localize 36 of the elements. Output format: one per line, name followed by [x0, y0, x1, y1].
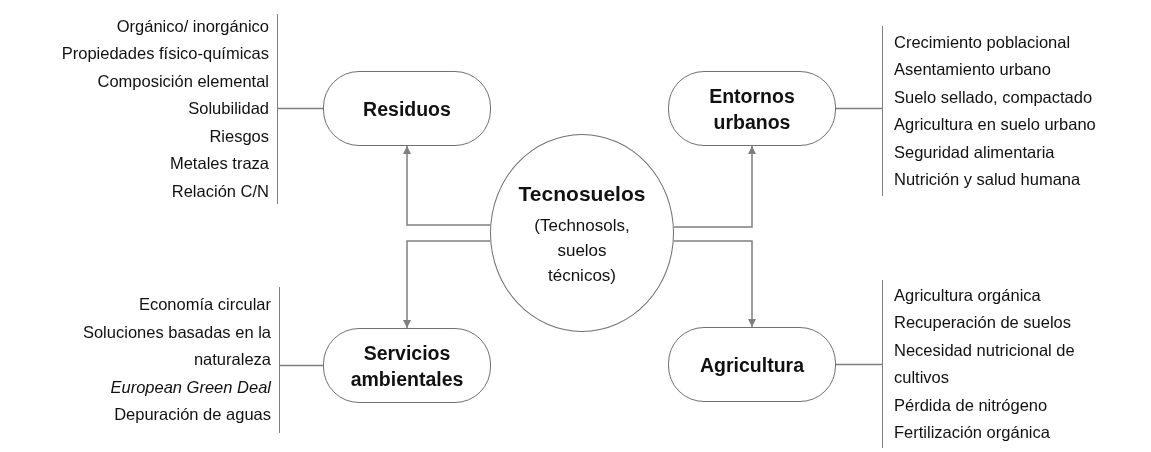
list-item: Orgánico/ inorgánico	[116, 15, 269, 37]
list-item: Necesidad nutricional de cultivos	[894, 339, 1076, 388]
connector-line	[277, 107, 324, 110]
arrow	[673, 145, 756, 228]
box-label: Agricultura	[700, 352, 804, 378]
list-item: Fertilización orgánica	[894, 422, 1050, 443]
list-item: Asentamiento urbano	[894, 59, 1051, 80]
list-item: Metales traza	[169, 153, 269, 175]
connector-line	[279, 364, 324, 367]
box-label: Entornos urbanos	[708, 83, 796, 135]
ellipse-title: Tecnosuelos	[518, 180, 646, 207]
box-label: Servicios ambientales	[349, 340, 465, 392]
list-item: Propiedades físico-químicas	[61, 43, 269, 65]
list-item: Suelo sellado, compactado	[894, 86, 1093, 108]
list-item: European Green Deal	[110, 376, 271, 398]
box-label: Residuos	[363, 96, 451, 122]
list-item: Nutrición y salud humana	[894, 169, 1081, 190]
connector-line	[835, 107, 883, 110]
list-item: Riesgos	[209, 125, 269, 147]
list-item: Soluciones basadas en la naturaleza	[81, 321, 271, 371]
list-item: Crecimiento poblacional	[894, 31, 1071, 53]
list-item: Solubilidad	[188, 98, 269, 120]
list-item: Depuración de aguas	[114, 404, 271, 426]
list-item: Relación C/N	[171, 180, 269, 202]
list-item: Pérdida de nitrógeno	[894, 394, 1048, 416]
ellipse-subtitle: (Technosols, suelos técnicos)	[533, 214, 631, 287]
list-item: Agricultura orgánica	[894, 284, 1041, 306]
arrow	[672, 240, 756, 328]
arrow	[403, 240, 492, 329]
list-item: Agricultura en suelo urbano	[894, 114, 1096, 135]
list-item: Seguridad alimentaria	[894, 141, 1055, 163]
connector-line	[835, 363, 883, 366]
list-item: Recuperación de suelos	[894, 312, 1072, 333]
list-item: Composición elemental	[97, 70, 269, 92]
list-item: Economía circular	[138, 294, 271, 316]
arrow	[403, 145, 492, 226]
